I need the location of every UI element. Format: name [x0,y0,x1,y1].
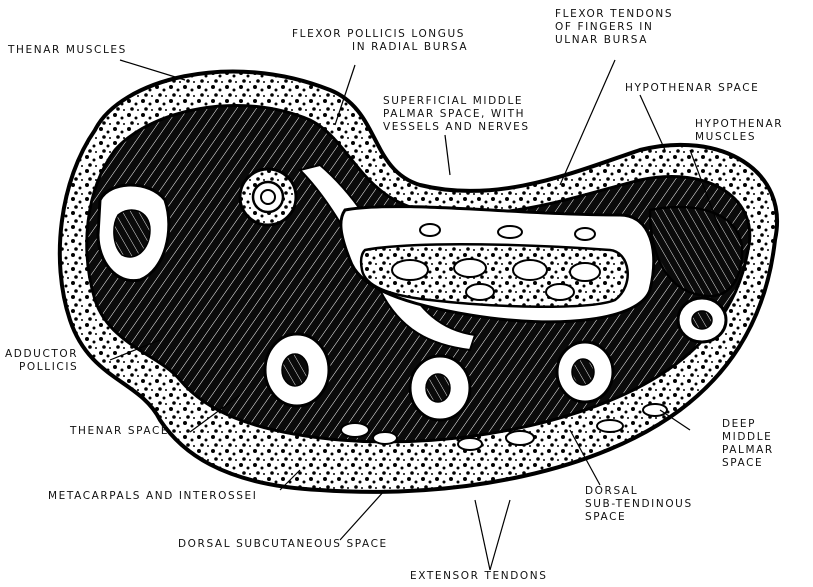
label-line: FLEXOR TENDONS [555,8,673,21]
flexor-pollicis-tendon [240,169,296,225]
label-hypothenar-space: HYPOTHENAR SPACE [625,82,759,95]
label-line: SUPERFICIAL MIDDLE [383,95,530,108]
label-thenar-space: THENAR SPACE [70,425,169,438]
label-line: SPACE [585,511,693,524]
label-flexor-tendons: FLEXOR TENDONS OF FINGERS IN ULNAR BURSA [555,8,673,47]
label-hypothenar-muscles: HYPOTHENAR MUSCLES [695,118,783,144]
label-line: MIDDLE [722,431,774,444]
label-line: OF FINGERS IN [555,21,673,34]
label-line: DORSAL [585,485,693,498]
label-dorsal-subtendinous-space: DORSAL SUB-TENDINOUS SPACE [585,485,693,524]
label-line: ULNAR BURSA [555,34,673,47]
label-line: PALMAR SPACE, WITH [383,108,530,121]
label-superficial-middle-palmar-space: SUPERFICIAL MIDDLE PALMAR SPACE, WITH VE… [383,95,530,134]
label-deep-middle-palmar-space: DEEP MIDDLE PALMAR SPACE [722,418,774,470]
label-extensor-tendons: EXTENSOR TENDONS [410,570,547,583]
label-line: SPACE [722,457,774,470]
label-line: POLLICIS [5,361,78,374]
label-line: DEEP [722,418,774,431]
thumb-metacarpal [98,185,169,281]
label-line: IN RADIAL BURSA [292,41,468,54]
label-adductor-pollicis: ADDUCTOR POLLICIS [5,348,78,374]
label-line: ADDUCTOR [5,348,78,361]
label-flexor-pollicis-longus: FLEXOR POLLICIS LONGUS IN RADIAL BURSA [292,28,468,54]
label-metacarpals-and-interossei: METACARPALS AND INTEROSSEI [48,490,257,503]
label-line: FLEXOR POLLICIS LONGUS [292,28,468,41]
label-thenar-muscles: THENAR MUSCLES [8,44,127,57]
label-line: SUB-TENDINOUS [585,498,693,511]
label-line: PALMAR [722,444,774,457]
label-dorsal-subcutaneous-space: DORSAL SUBCUTANEOUS SPACE [178,538,388,551]
label-line: HYPOTHENAR [695,118,783,131]
label-line: MUSCLES [695,131,783,144]
label-line: VESSELS AND NERVES [383,121,530,134]
